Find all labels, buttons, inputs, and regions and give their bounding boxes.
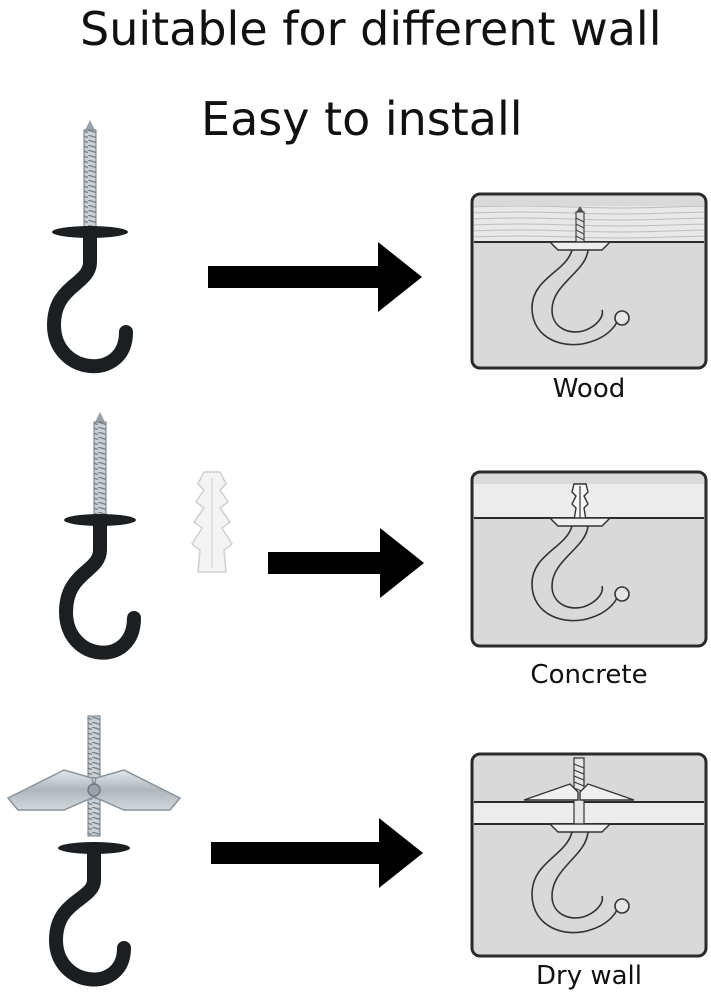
hook-screw-product-row-1: [46, 120, 133, 373]
concrete-installation-diagram: [470, 470, 708, 648]
arrow-right-icon-row-2: [268, 528, 424, 598]
title-line-2: Easy to install: [201, 92, 523, 146]
arrow-right-icon-row-1: [208, 242, 422, 312]
concrete-label: Concrete: [530, 660, 648, 690]
wood-label: Wood: [552, 374, 626, 404]
arrow-right-icon-row-3: [211, 818, 423, 888]
hook-screw-product-row-2: [58, 412, 141, 660]
drywall-installation-diagram: [470, 752, 708, 958]
plastic-wall-anchor: [190, 471, 234, 573]
dry-wall-label: Dry wall: [535, 961, 642, 991]
hook-toggle-bolt-product-row-3: [6, 715, 182, 987]
wood-installation-diagram: [470, 192, 708, 370]
title-line-1: Suitable for different wall: [80, 2, 662, 56]
